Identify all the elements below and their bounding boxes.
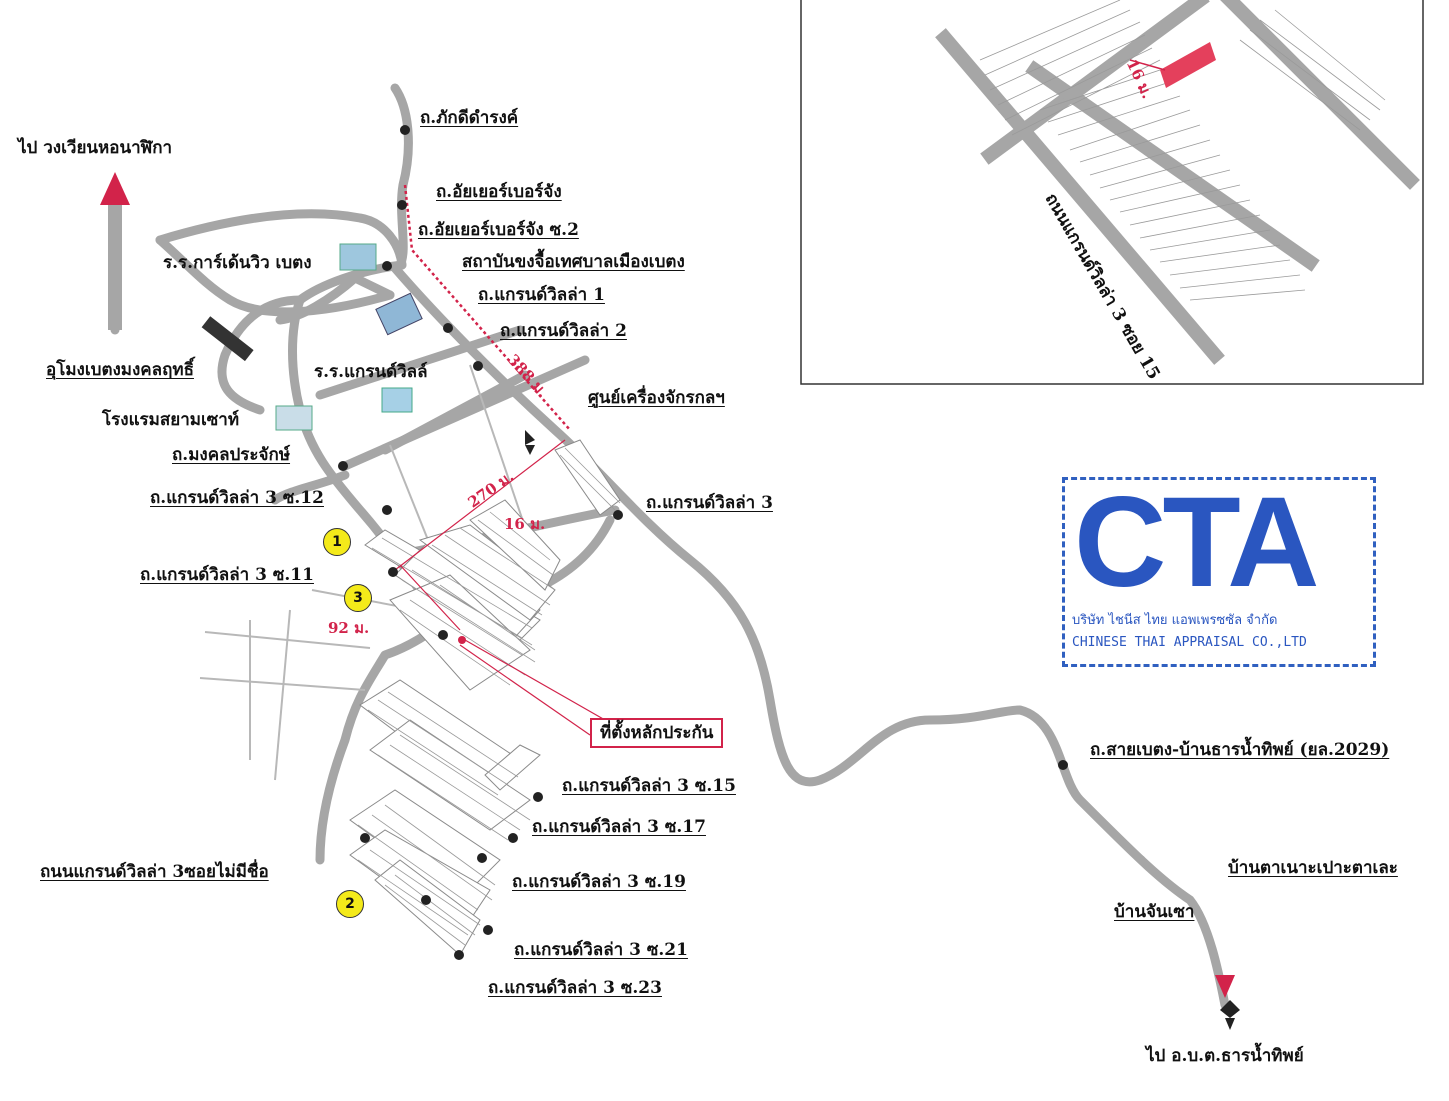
label-road-gv3-s19: ถ.แกรนด์วิลล่า 3 ซ.19 [512, 872, 686, 892]
tunnel-icon [201, 316, 254, 362]
label-road-ayer-soi2: ถ.อัยเยอร์เบอร์จัง ซ.2 [418, 220, 579, 240]
label-road-mongkol: ถ.มงคลประจักษ์ [172, 445, 291, 465]
marker-3: 3 [344, 584, 372, 612]
label-confucius-institute: สถาบันขงจื้อเทศบาลเมืองเบตง [462, 252, 685, 272]
label-road-ayer: ถ.อัยเยอร์เบอร์จัง [436, 182, 562, 202]
parcel-hatching [357, 447, 621, 946]
arrow-south-icon [1215, 975, 1235, 998]
label-hotel: โรงแรมสยามเซาท์ [102, 410, 240, 430]
label-road-phakdi: ถ.ภักดีดำรงค์ [420, 108, 519, 128]
marker-2: 2 [336, 890, 364, 918]
stamp-border [1062, 477, 1376, 667]
label-road-gv3-s15: ถ.แกรนด์วิลล่า 3 ซ.15 [562, 776, 736, 796]
label-road-gv3-s12: ถ.แกรนด์วิลล่า 3 ซ.12 [150, 488, 324, 508]
label-road-gv3-s23: ถ.แกรนด์วิลล่า 3 ซ.23 [488, 978, 662, 998]
label-road-gv1: ถ.แกรนด์วิลล่า 1 [478, 285, 605, 305]
inset-map [800, 0, 1424, 385]
label-machine-center: ศูนย์เครื่องจักรกลฯ [588, 388, 725, 408]
building-icons [275, 243, 1240, 1030]
label-ban-jansao: บ้านจันเซา [1114, 902, 1195, 922]
label-to-tambon: ไป อ.บ.ต.ธารน้ำทิพย์ [1146, 1046, 1304, 1066]
label-school-gardenview: ร.ร.การ์เด้นวิว เบตง [163, 253, 312, 273]
stamp-company-en: CHINESE THAI APPRAISAL CO.,LTD [1072, 635, 1307, 650]
company-stamp: CTA บริษัท ไชนีส ไทย แอพเพรซซัล จำกัด CH… [1062, 471, 1376, 667]
distance-16m: 16 ม. [504, 515, 546, 533]
label-road-gv3-s17: ถ.แกรนด์วิลล่า 3 ซ.17 [532, 817, 706, 837]
distance-92m: 92 ม. [328, 619, 370, 637]
distance-lines [394, 184, 606, 736]
label-road-saibetong: ถ.สายเบตง-บ้านธารน้ำทิพย์ (ยล.2029) [1090, 740, 1390, 760]
label-road-gv3-noname: ถนนแกรนด์วิลล่า 3ซอยไม่มีชื่อ [40, 862, 269, 882]
stamp-logo: CTA [1074, 471, 1320, 614]
collateral-point [458, 636, 466, 644]
label-road-gv2: ถ.แกรนด์วิลล่า 2 [500, 321, 627, 341]
label-road-gv3: ถ.แกรนด์วิลล่า 3 [646, 493, 773, 513]
label-ban-tana: บ้านตาเนาะเปาะตาเละ [1228, 858, 1398, 878]
label-to-clock-circle: ไป วงเวียนหอนาฬิกา [18, 138, 173, 158]
arrow-north-icon [100, 172, 130, 330]
label-school-grandville: ร.ร.แกรนด์วิลล์ [314, 362, 428, 382]
label-road-gv3-s11: ถ.แกรนด์วิลล่า 3 ซ.11 [140, 565, 314, 585]
label-collateral-location: ที่ตั้งหลักประกัน [590, 718, 724, 748]
marker-1: 1 [323, 528, 351, 556]
label-road-gv3-s21: ถ.แกรนด์วิลล่า 3 ซ.21 [514, 940, 688, 960]
label-tunnel: อุโมงเบตงมงคลฤทธิ์ [46, 360, 194, 380]
road-dots [338, 125, 1068, 960]
stamp-company-th: บริษัท ไชนีส ไทย แอพเพรซซัล จำกัด [1072, 613, 1278, 628]
